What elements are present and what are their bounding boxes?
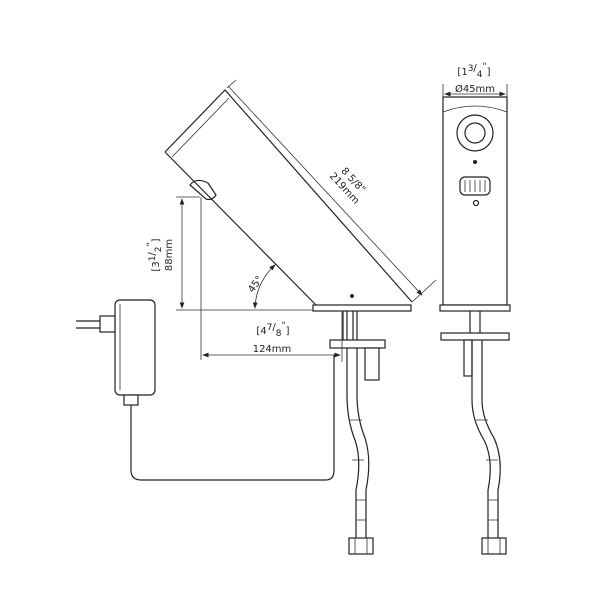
sensor-window <box>464 122 486 144</box>
spout-length-label: 8 5/8" 219mm <box>327 166 367 207</box>
angle-label: 45° <box>246 274 265 295</box>
hose-fitting <box>348 537 374 555</box>
base-plate <box>312 304 412 312</box>
reach-mm: 124mm <box>253 344 292 355</box>
base-dot <box>350 294 354 298</box>
height-label: [31/2"] 88mm <box>146 238 175 271</box>
power-adapter <box>76 299 335 481</box>
front-view <box>439 96 511 555</box>
side-view-dimensions <box>176 79 437 362</box>
side-view-mounting <box>329 311 386 555</box>
front-view-dimensions: [13/4"] Ø45mm <box>442 62 508 97</box>
diameter-mm: Ø45mm <box>455 83 495 95</box>
reach-label: [47/8"] 124mm <box>253 321 292 355</box>
svg-text:45°: 45° <box>246 274 265 295</box>
height-mm: 88mm <box>164 239 175 271</box>
diameter-inches: [13/4"] <box>457 62 490 80</box>
svg-text:[31/2"]: [31/2"] <box>146 238 164 271</box>
sensor-ring <box>456 114 494 152</box>
sensor-nub <box>189 179 217 201</box>
side-view-spout <box>164 89 413 312</box>
svg-text:[47/8"]: [47/8"] <box>256 321 289 339</box>
